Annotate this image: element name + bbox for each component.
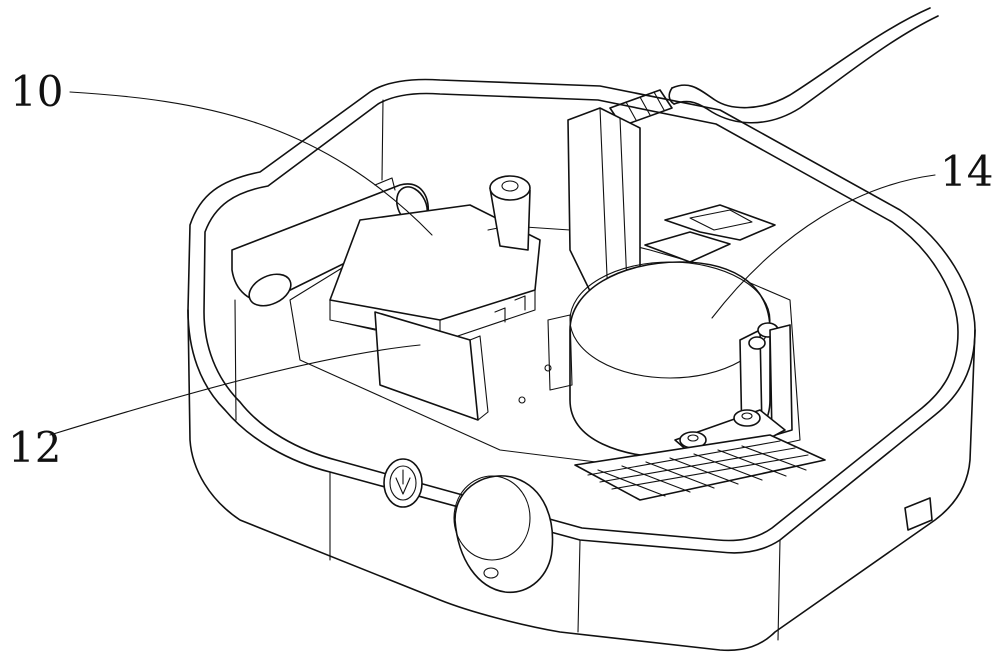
leader-lines <box>49 91 936 436</box>
mounting-post <box>489 175 531 251</box>
power-cord <box>668 7 939 124</box>
rotary-knob <box>453 475 554 593</box>
power-button <box>383 458 423 508</box>
base-plate <box>289 219 801 471</box>
front-board <box>339 311 489 421</box>
label-14: 14 <box>940 147 993 196</box>
label-12: 12 <box>8 423 61 472</box>
vent-grille <box>574 434 826 501</box>
label-10: 10 <box>10 67 63 116</box>
fan-bracket <box>644 204 776 263</box>
housing <box>187 78 976 652</box>
